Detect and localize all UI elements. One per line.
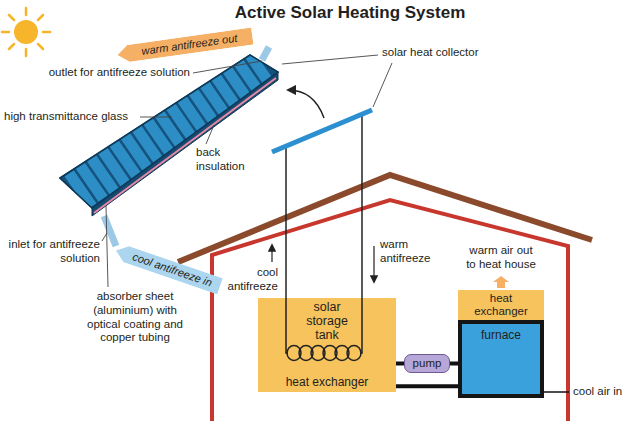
part-label: solar heat collector (382, 46, 492, 60)
outlet-pipe (262, 47, 269, 60)
house-wall (212, 200, 568, 421)
flow-label: warm air out to heat house (465, 244, 537, 272)
sun-ray (2, 31, 9, 34)
furnace-box: furnace (458, 320, 544, 398)
storage-tank: solar storage tank heat exchanger (258, 298, 396, 392)
part-label: outlet for antifreeze solution (30, 66, 190, 80)
part-label: back insulation (196, 146, 252, 174)
pump-box: pump (404, 354, 450, 373)
pipe-connector (396, 384, 458, 388)
part-label: inlet for antifreeze solution (4, 238, 100, 266)
roof-collector (272, 110, 372, 152)
sun-ray (9, 44, 14, 49)
exchanger-label: heat exchanger (286, 375, 369, 389)
flow-arrow (271, 245, 272, 262)
sun-ray (25, 8, 28, 15)
sun (2, 8, 50, 56)
tank-label: solar storage tank (297, 300, 357, 342)
flow-label: warm antifreeze (380, 238, 436, 266)
leader-line (106, 206, 108, 287)
flow-label: cool antifreeze (222, 266, 278, 294)
box-label: furnace (481, 329, 521, 343)
diagram-title: Active Solar Heating System (200, 3, 500, 23)
air-inlet-line (544, 391, 569, 393)
pipe-connector (450, 362, 458, 366)
box-label: pump (413, 357, 442, 370)
pipe (285, 146, 287, 300)
sun-ray (38, 15, 43, 20)
coil-loop (347, 346, 361, 361)
curved-arrow (288, 90, 324, 118)
flow-arrow (373, 246, 374, 282)
sun-ray (43, 31, 50, 34)
sun-disc (14, 20, 38, 44)
absorber-cells (76, 64, 264, 194)
arrow-outline (113, 242, 223, 294)
heat-exchanger-box: heat exchanger (458, 290, 544, 320)
leader-line (193, 61, 262, 73)
leader-line (282, 55, 378, 64)
pipe (361, 114, 363, 300)
coil-pipe (360, 298, 362, 353)
part-label: absorber sheet (aluminium) with optical … (83, 290, 187, 345)
leader-line (140, 117, 172, 118)
box-label: heat exchanger (473, 292, 529, 318)
pipe-connector (396, 362, 404, 366)
sun-ray (38, 44, 43, 49)
warm-flow-arrow: warm antifreeze out (116, 27, 253, 63)
arrow-outline (116, 27, 253, 63)
part-label: high transmittance glass (4, 110, 138, 124)
flow-label: warm antifreeze out (128, 29, 243, 62)
coil-pipe (286, 298, 288, 353)
warm-air-arrow (493, 276, 509, 288)
leader-line (373, 63, 392, 107)
inlet-pipe (104, 216, 116, 246)
sun-ray (25, 49, 28, 56)
sun-ray (9, 15, 14, 20)
flow-label: cool air in (573, 385, 631, 399)
leader-line (206, 125, 214, 144)
